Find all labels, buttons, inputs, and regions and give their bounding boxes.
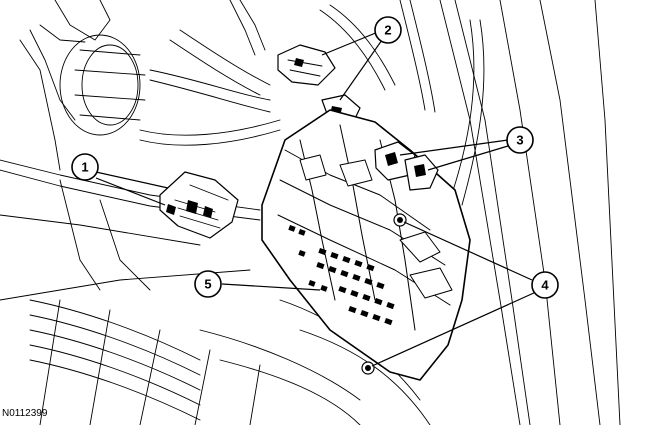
- bolt-4-upper-illustration: [393, 213, 407, 227]
- connector-3-illustration: [374, 141, 439, 191]
- leader-4a: [403, 221, 533, 281]
- callout-1-label: 1: [81, 159, 88, 174]
- callout-4: 4: [531, 271, 559, 299]
- leader-4b: [371, 291, 537, 367]
- callout-1: 1: [71, 153, 99, 181]
- leader-3b: [427, 145, 509, 171]
- leader-1a: [95, 171, 169, 189]
- leader-5: [221, 283, 321, 291]
- callout-3: 3: [506, 126, 534, 154]
- module-5-illustration: [261, 109, 471, 381]
- callout-3-label: 3: [516, 132, 523, 147]
- leader-1b: [95, 177, 166, 206]
- bolt-4-lower-illustration: [361, 361, 375, 375]
- leader-2a: [321, 31, 379, 56]
- leader-3a: [399, 139, 509, 156]
- callout-5-label: 5: [204, 276, 211, 291]
- figure-id: N0112399: [2, 408, 48, 419]
- leader-lines: [95, 31, 537, 367]
- connector-1-illustration: [159, 171, 239, 239]
- callout-4-label: 4: [541, 277, 549, 292]
- fuse-grid: [288, 224, 395, 326]
- connector-2-illustration: [277, 44, 361, 126]
- callout-5: 5: [194, 270, 222, 298]
- callout-2-label: 2: [384, 22, 391, 37]
- callout-2: 2: [374, 16, 402, 44]
- leader-2b: [339, 39, 383, 101]
